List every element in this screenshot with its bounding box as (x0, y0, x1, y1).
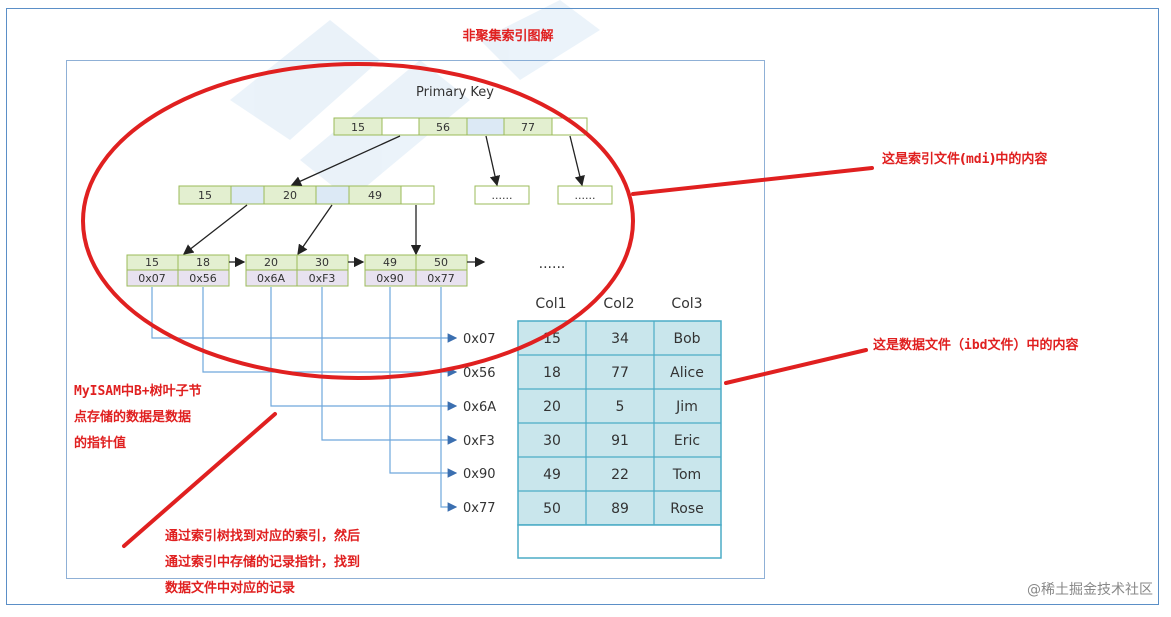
table-cell: 20 (543, 399, 561, 415)
level2-key: 15 (198, 189, 212, 202)
leaf-pointer: 0x6A (257, 272, 286, 285)
svg-text:MyISAM中B+树叶子节: MyISAM中B+树叶子节 (74, 383, 202, 399)
annotation-lines (122, 166, 874, 548)
level2-placeholders: ...... ...... (474, 185, 613, 205)
diagram-box (66, 60, 765, 579)
index-highlight-ellipse (81, 62, 635, 380)
myisam-annotation: MyISAM中B+树叶子节 点存储的数据是数据 的指针值 (74, 383, 202, 451)
svg-text:数据文件中对应的记录: 数据文件中对应的记录 (165, 580, 295, 596)
leaf-key: 20 (264, 256, 278, 269)
table-cell: Bob (673, 331, 700, 347)
address-label: 0x90 (463, 467, 496, 482)
table-header: Col3 (671, 296, 702, 312)
index-file-annotation: 这是索引文件(mdi)中的内容 (882, 151, 1047, 167)
address-label: 0x6A (463, 400, 496, 415)
svg-text:的指针值: 的指针值 (74, 435, 126, 451)
table-cell: Tom (672, 467, 701, 483)
leaf-pointer: 0x90 (376, 272, 404, 285)
table-cell: 49 (543, 467, 561, 483)
root-key: 56 (436, 121, 450, 134)
address-label: 0xF3 (463, 434, 495, 449)
table-cell: 5 (616, 399, 625, 415)
root-key: 77 (521, 121, 535, 134)
table-cell: Alice (670, 365, 704, 381)
table-cell: 77 (611, 365, 629, 381)
tree-arrows (182, 135, 585, 256)
svg-text:通过索引树找到对应的索引，然后: 通过索引树找到对应的索引，然后 (165, 528, 360, 544)
root-key: 15 (351, 121, 365, 134)
leaf-key: 49 (383, 256, 397, 269)
table-cell: 89 (611, 501, 629, 517)
diagram-title: 非聚集索引图解 (462, 28, 553, 44)
table-cell: Rose (670, 501, 704, 517)
address-labels: 0x07 0x56 0x6A 0xF3 0x90 0x77 (463, 332, 496, 516)
root-node: 15 56 77 (333, 117, 588, 136)
leaf-pointer: 0x56 (189, 272, 217, 285)
level2-key: 49 (368, 189, 382, 202)
address-label: 0x77 (463, 501, 496, 516)
watermark: @稀土掘金技术社区 (1027, 582, 1153, 598)
leaf-ellipsis: ...... (539, 256, 566, 272)
leaf-key: 30 (315, 256, 329, 269)
leaf-key: 50 (434, 256, 448, 269)
table-cell: 18 (543, 365, 561, 381)
level2-node: 15 20 49 (178, 185, 435, 205)
leaf-node: 49 50 0x90 0x77 (364, 254, 468, 287)
leaf-node: 20 30 0x6A 0xF3 (245, 254, 349, 287)
primary-key-label: Primary Key (416, 85, 494, 100)
pointer-connectors (151, 287, 458, 512)
svg-text:通过索引中存储的记录指针，找到: 通过索引中存储的记录指针，找到 (165, 554, 360, 570)
leaf-key: 15 (145, 256, 159, 269)
data-table: Col1 Col2 Col3 (517, 296, 722, 559)
table-cell: 91 (611, 433, 629, 449)
table-header: Col1 (535, 296, 566, 312)
table-cell: 50 (543, 501, 561, 517)
outer-border (6, 8, 1159, 605)
address-label: 0x07 (463, 332, 496, 347)
leaf-pointer: 0x77 (427, 272, 455, 285)
leaf-pointer: 0x07 (138, 272, 166, 285)
svg-text:点存储的数据是数据: 点存储的数据是数据 (74, 409, 191, 425)
table-cell: 30 (543, 433, 561, 449)
placeholder-text: ...... (575, 189, 596, 202)
table-cell: Eric (674, 433, 700, 449)
level2-key: 20 (283, 189, 297, 202)
table-cell: 34 (611, 331, 629, 347)
address-label: 0x56 (463, 366, 496, 381)
table-cell: Jim (675, 399, 698, 415)
data-file-annotation: 这是数据文件（ibd文件）中的内容 (873, 337, 1079, 353)
bottom-annotation: 通过索引树找到对应的索引，然后 通过索引中存储的记录指针，找到 数据文件中对应的… (165, 528, 360, 596)
table-cell: 22 (611, 467, 629, 483)
leaf-pointer: 0xF3 (309, 272, 336, 285)
table-header: Col2 (603, 296, 634, 312)
leaf-key: 18 (196, 256, 210, 269)
placeholder-text: ...... (492, 189, 513, 202)
leaf-node: 15 18 0x07 0x56 (126, 254, 230, 287)
